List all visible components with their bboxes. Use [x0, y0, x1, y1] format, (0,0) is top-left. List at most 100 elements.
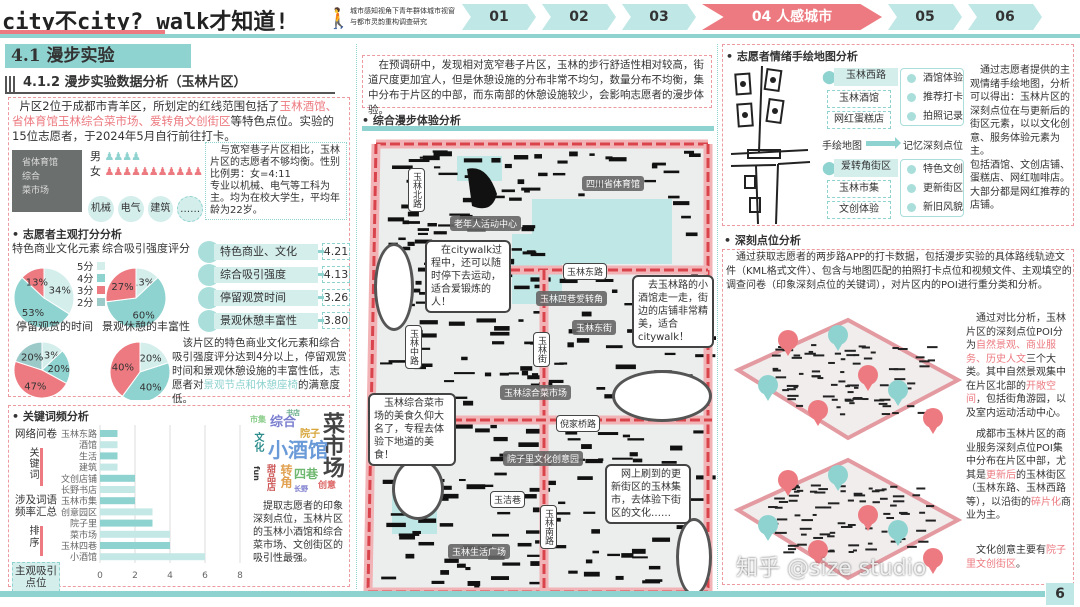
nav-tab-02[interactable]: 02	[542, 4, 616, 30]
building-block	[402, 220, 410, 225]
building-block	[663, 170, 680, 174]
feature-box: 特色文创 更新街区 新旧风貌	[900, 159, 964, 217]
building-block	[823, 550, 835, 553]
nav-tab-04[interactable]: 04 人感城市	[702, 4, 882, 30]
building-block	[381, 576, 397, 580]
place-label: 玉林东街	[572, 320, 617, 335]
building-block	[529, 581, 545, 585]
building-block	[490, 424, 497, 429]
building-block	[521, 227, 535, 232]
scoring-heading: 志愿者主观打分分析	[12, 226, 122, 242]
nav-tab-05[interactable]: 05	[888, 4, 962, 30]
female-person-icons: ♟♟♟♟♟♟♟♟♟♟♟	[104, 165, 203, 178]
building-block	[651, 163, 658, 169]
building-block	[417, 232, 428, 236]
legend-label: 4分	[77, 274, 94, 285]
feature-item: 拍照记录	[901, 107, 963, 126]
building-block	[907, 405, 915, 408]
category-label: 创意园区	[61, 506, 97, 518]
category-label: 酒馆	[79, 439, 97, 451]
building-block	[565, 429, 578, 435]
building-block	[459, 478, 466, 482]
word-cloud-word: 小酒馆	[268, 438, 328, 462]
word-cloud-word: 院子	[300, 429, 320, 440]
building-block	[788, 499, 798, 502]
poi-pin-tip	[832, 341, 844, 351]
building-block	[892, 412, 899, 415]
building-block	[465, 567, 471, 571]
building-block	[466, 484, 486, 490]
poi-pin-tip	[812, 556, 824, 566]
rating-value: 4.21	[322, 243, 350, 260]
building-block	[494, 326, 510, 331]
building-block	[794, 514, 801, 517]
building-block	[865, 548, 877, 551]
building-block	[419, 156, 438, 159]
legend-item: 2分	[77, 298, 105, 310]
poi-pin-tip	[782, 486, 794, 496]
poi-pin-icon	[888, 520, 908, 540]
building-block	[797, 543, 807, 546]
building-block	[525, 428, 544, 434]
building-block	[844, 398, 852, 401]
building-block	[838, 380, 846, 383]
building-block	[530, 383, 547, 386]
building-block	[531, 373, 539, 376]
building-block	[521, 370, 529, 376]
subsection-title: 4.1.2 漫步实验数据分析（玉林片区）	[5, 74, 335, 94]
building-block	[644, 179, 656, 183]
poi-pin-tip	[812, 416, 824, 426]
building-block	[442, 493, 459, 499]
poi-pin-icon	[758, 515, 778, 535]
building-block	[661, 460, 677, 464]
building-block	[522, 225, 536, 229]
building-block	[839, 413, 846, 416]
poi-text: 三个大类。其中自然景观集中在片区北部的	[966, 353, 1066, 392]
word-cloud-word: 综合	[270, 415, 297, 430]
building-block	[484, 372, 492, 377]
poi-highlight: 自然景观、商业服务、历史人文	[966, 340, 1056, 365]
pie-title-1: 特色商业文化元素	[12, 240, 100, 256]
building-block	[490, 576, 510, 580]
nav-tab-01[interactable]: 01	[462, 4, 536, 30]
building-block	[683, 150, 695, 154]
map-heading: 综合漫步体验分析	[362, 112, 461, 128]
profile-note: 与宽窄巷子片区相比，玉林片区的志愿者不够均衡。性别比例男：女=4:11 专业以机…	[205, 142, 347, 220]
building-block	[811, 375, 821, 378]
category-label: 院子里	[70, 518, 97, 530]
place-tag: 玉林市集	[827, 180, 891, 198]
building-block	[926, 505, 935, 508]
intro-a: 片区2位于成都市青羊区，所划定的红线范围包括了	[19, 99, 280, 113]
building-block	[811, 344, 817, 347]
poi-text: 文化创意主要有	[976, 545, 1046, 556]
rating-label: 综合吸引强度	[214, 267, 318, 283]
building-block	[433, 166, 441, 169]
nav-tab-03[interactable]: 03	[622, 4, 696, 30]
word-cloud-word: 文化	[252, 432, 263, 452]
building-block	[834, 352, 842, 355]
building-block	[772, 367, 779, 370]
building-block	[568, 570, 578, 574]
keyword-flow: 网络问卷 关键词 涉及词语频率汇总 排序 主观吸引点位	[12, 428, 60, 592]
building-block	[796, 489, 804, 492]
pie-slice	[109, 341, 141, 397]
building-block	[448, 321, 465, 326]
poi-text-1: 通过对比分析，玉林片区的深刻点位POI分为自然景观、商业服务、历史人文三个大类。…	[966, 312, 1072, 420]
building-block	[775, 376, 787, 379]
building-block	[439, 523, 454, 527]
building-block	[407, 211, 419, 217]
building-block	[791, 356, 802, 359]
building-block	[868, 487, 873, 490]
building-block	[521, 187, 541, 191]
building-block	[591, 529, 600, 534]
building-block	[853, 494, 866, 497]
legend-item: 3分	[77, 286, 105, 298]
nav-tab-06[interactable]: 06	[968, 4, 1042, 30]
building-block	[453, 423, 473, 429]
building-block	[917, 411, 925, 414]
building-block	[595, 278, 614, 283]
